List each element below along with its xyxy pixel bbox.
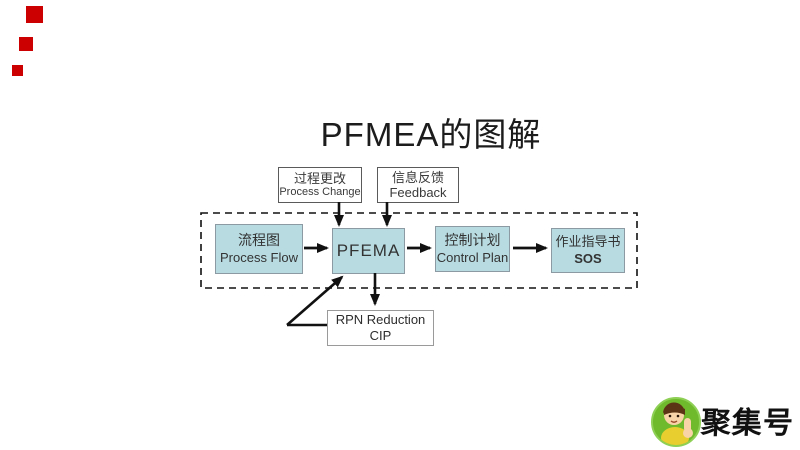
box-sos-en: SOS <box>574 250 602 266</box>
slide-title: PFMEA的图解 <box>320 116 542 153</box>
box-control-plan: 控制计划 Control Plan <box>435 226 510 272</box>
decor-red-square-3 <box>12 65 23 76</box>
logo-text: 聚集号 <box>699 406 795 441</box>
box-pfema-label: PFEMA <box>336 241 401 261</box>
box-pfema: PFEMA <box>332 228 405 274</box>
box-sos-zh: 作业指导书 <box>555 234 621 250</box>
decor-red-square-1 <box>26 6 43 23</box>
box-sos: 作业指导书 SOS <box>551 228 625 273</box>
box-process-change-en: Process Change <box>279 186 361 199</box>
box-rpn-reduction: RPN Reduction CIP <box>327 310 434 346</box>
box-feedback: 信息反馈 Feedback <box>377 167 459 203</box>
box-rpn-line2: CIP <box>369 328 392 343</box>
box-process-flow-en: Process Flow <box>219 249 299 265</box>
decor-red-square-2 <box>19 37 33 51</box>
box-rpn-line1: RPN Reduction <box>335 311 426 327</box>
logo-mascot-icon <box>651 397 701 447</box>
box-feedback-en: Feedback <box>389 185 447 200</box>
box-process-flow: 流程图 Process Flow <box>215 224 303 274</box>
box-process-flow-zh: 流程图 <box>238 232 280 249</box>
box-control-plan-en: Control Plan <box>436 249 509 265</box>
box-control-plan-zh: 控制计划 <box>444 232 501 249</box>
box-feedback-zh: 信息反馈 <box>391 169 444 185</box>
box-process-change-zh: 过程更改 <box>293 170 346 186</box>
box-process-change: 过程更改 Process Change <box>278 167 362 203</box>
